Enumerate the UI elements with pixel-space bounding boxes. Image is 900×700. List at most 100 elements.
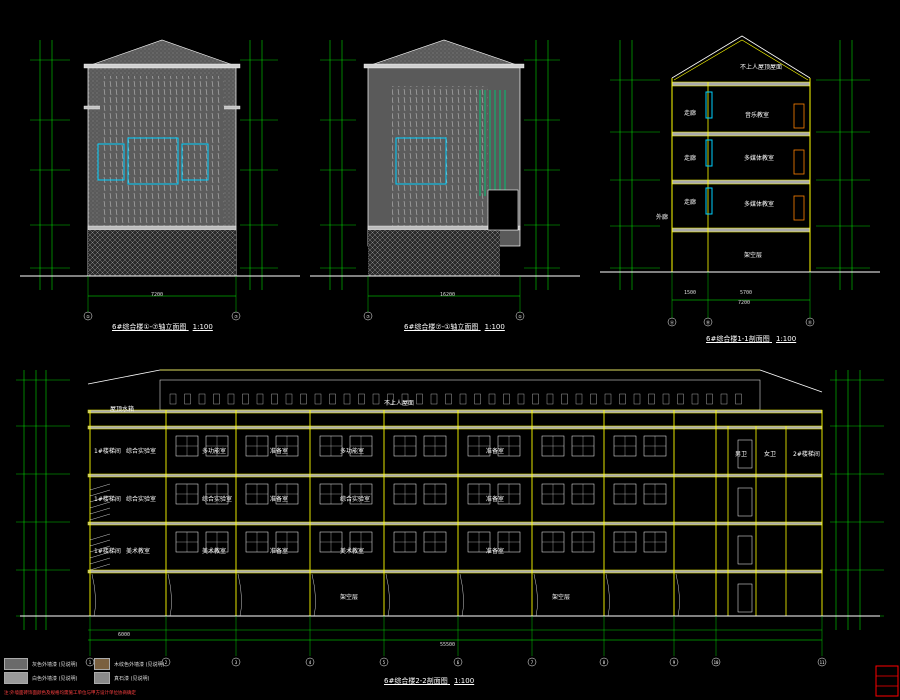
section-22-vent bbox=[387, 393, 394, 405]
section-22-axis-label: 1 bbox=[89, 660, 92, 665]
section-22-axis-label: 2 bbox=[165, 660, 168, 665]
section-22-right-door bbox=[737, 583, 753, 613]
section-11-roof bbox=[671, 35, 811, 79]
section-22-stair-tread bbox=[89, 483, 111, 491]
section-22-vent bbox=[677, 393, 684, 405]
section-22-vent bbox=[517, 393, 525, 405]
section-22-arch bbox=[167, 573, 172, 617]
section-22-stair-tread bbox=[89, 563, 111, 571]
section-22-axis-label: 3 bbox=[235, 660, 238, 665]
elev-front-ground bbox=[88, 230, 236, 276]
elev-front-frame-a bbox=[97, 143, 125, 181]
elev-front-slats bbox=[100, 76, 224, 236]
section-22-vent bbox=[184, 393, 191, 405]
section-22-vent bbox=[459, 393, 467, 405]
section-22-vent bbox=[416, 393, 423, 405]
section-22-vent bbox=[343, 393, 351, 405]
elev-side-axis-label: ⑦ bbox=[366, 314, 370, 319]
section-22-axis-bubble bbox=[817, 657, 827, 667]
elev-front-frame-b bbox=[127, 137, 179, 185]
section-22-vent bbox=[706, 393, 713, 405]
section-22-vent bbox=[242, 393, 249, 405]
section-22-vent bbox=[532, 393, 539, 405]
section-22-axis-bubble bbox=[231, 657, 241, 667]
section-22-stair-tread bbox=[89, 545, 111, 553]
section-22-axis-bubble bbox=[527, 657, 537, 667]
section-22-slab bbox=[87, 425, 823, 430]
elev-front-gable bbox=[87, 39, 237, 67]
section-11-axis-label: Ⓑ bbox=[706, 319, 710, 325]
section-22-vent bbox=[619, 393, 626, 405]
section-22-axis-bubble bbox=[305, 657, 315, 667]
section-22-axis-bubble bbox=[453, 657, 463, 667]
section-11-roof-inner bbox=[673, 39, 809, 81]
elev-front-cornice bbox=[83, 63, 241, 69]
section-22-vent bbox=[561, 393, 568, 405]
section-22-vent bbox=[169, 393, 177, 405]
section-11-window bbox=[705, 91, 713, 119]
section-22-vent bbox=[590, 393, 597, 405]
section-22-vent bbox=[474, 393, 481, 405]
section-22-stair-tread bbox=[89, 539, 111, 547]
section-22-stair-tread bbox=[89, 501, 111, 509]
section-11-door bbox=[793, 103, 805, 129]
section-22-axis-bubble bbox=[599, 657, 609, 667]
elev-front-axis-label: ⑦ bbox=[234, 314, 238, 319]
elev-side-frame bbox=[395, 137, 447, 185]
section-11-slab bbox=[671, 227, 811, 233]
section-22-roof bbox=[87, 369, 823, 393]
section-22-vent bbox=[213, 393, 220, 405]
section-22-vent bbox=[300, 393, 307, 405]
elev-side-axis-label: ① bbox=[518, 314, 522, 319]
section-22-arch bbox=[385, 573, 390, 617]
section-22-slab bbox=[87, 569, 823, 574]
section-11-axis-label: Ⓐ bbox=[670, 319, 674, 325]
section-22-stair-tread bbox=[89, 507, 111, 515]
section-22-arch bbox=[91, 573, 96, 617]
section-22-arch bbox=[675, 573, 680, 617]
section-22-vent bbox=[445, 393, 452, 405]
section-22-arch bbox=[237, 573, 242, 617]
section-22-stair-tread bbox=[89, 495, 111, 503]
section-22-axis-label: 9 bbox=[673, 660, 676, 665]
section-22-vent bbox=[271, 393, 278, 405]
elev-side-gable bbox=[367, 39, 521, 67]
section-11-window bbox=[705, 187, 713, 215]
section-22-axis-label: 4 bbox=[309, 660, 312, 665]
section-22-vent bbox=[662, 393, 670, 405]
section-22-stair-tread bbox=[89, 489, 111, 497]
section-22-arch bbox=[311, 573, 316, 617]
section-22-slab bbox=[87, 521, 823, 526]
section-22-stair-tread bbox=[89, 557, 111, 565]
elev-side-opening bbox=[487, 189, 519, 231]
section-22-vent bbox=[735, 393, 742, 405]
section-22-axis-label: 7 bbox=[531, 660, 534, 665]
red-stamp-box bbox=[875, 665, 899, 697]
section-22-stair-tread bbox=[89, 513, 111, 521]
section-22-vent bbox=[648, 393, 655, 405]
section-22-vent bbox=[314, 393, 322, 405]
section-22-right-door bbox=[737, 487, 753, 517]
section-22-axis-bubble bbox=[711, 657, 721, 667]
section-22-stair-tread bbox=[89, 551, 111, 559]
section-22-vent bbox=[358, 393, 365, 405]
section-22-slab bbox=[87, 409, 823, 414]
elev-front-frame-c bbox=[181, 143, 209, 181]
elev-side-cornice bbox=[363, 63, 525, 69]
section-22-vent bbox=[329, 393, 336, 405]
elev-side-ground bbox=[368, 230, 500, 276]
section-22-axis-label: 10 bbox=[714, 660, 719, 665]
section-22-vent bbox=[401, 393, 409, 405]
section-22-axis-bubble bbox=[669, 657, 679, 667]
section-22-arch bbox=[533, 573, 538, 617]
section-22-vent bbox=[604, 393, 612, 405]
section-22-axis-bubble bbox=[379, 657, 389, 667]
section-22-axis-label: 5 bbox=[383, 660, 386, 665]
section-11-axis-label: Ⓓ bbox=[808, 319, 812, 325]
section-11-slab bbox=[671, 81, 811, 87]
section-22-right-door bbox=[737, 439, 753, 469]
section-22-vent bbox=[285, 393, 293, 405]
section-22-stair-tread bbox=[89, 533, 111, 541]
